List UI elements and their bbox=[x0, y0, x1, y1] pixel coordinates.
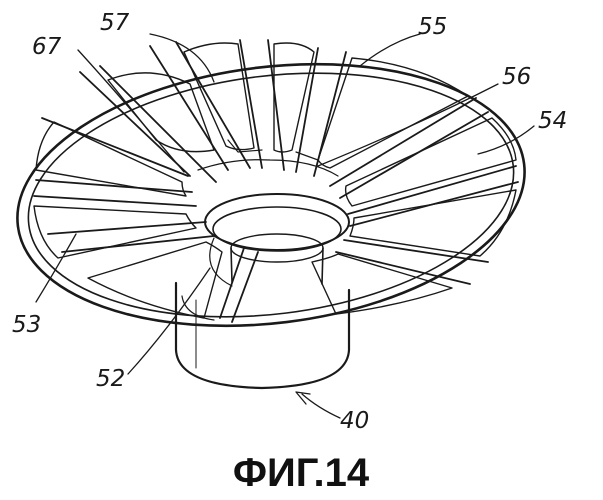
ref-numeral-55: 55 bbox=[418, 14, 447, 40]
ref-numeral-54: 54 bbox=[538, 108, 567, 134]
hub-rings bbox=[205, 194, 349, 286]
ref-numeral-53: 53 bbox=[12, 312, 41, 338]
ref-numeral-52: 52 bbox=[96, 366, 125, 392]
ref-numeral-40: 40 bbox=[340, 408, 369, 434]
hub-cylinder bbox=[176, 283, 349, 388]
wheel-drawing bbox=[2, 34, 539, 418]
ref-numeral-57: 57 bbox=[100, 10, 130, 36]
figure-caption: ФИГ.14 bbox=[233, 451, 370, 495]
ref-numeral-67: 67 bbox=[32, 34, 62, 60]
ref-numeral-56: 56 bbox=[502, 64, 531, 90]
